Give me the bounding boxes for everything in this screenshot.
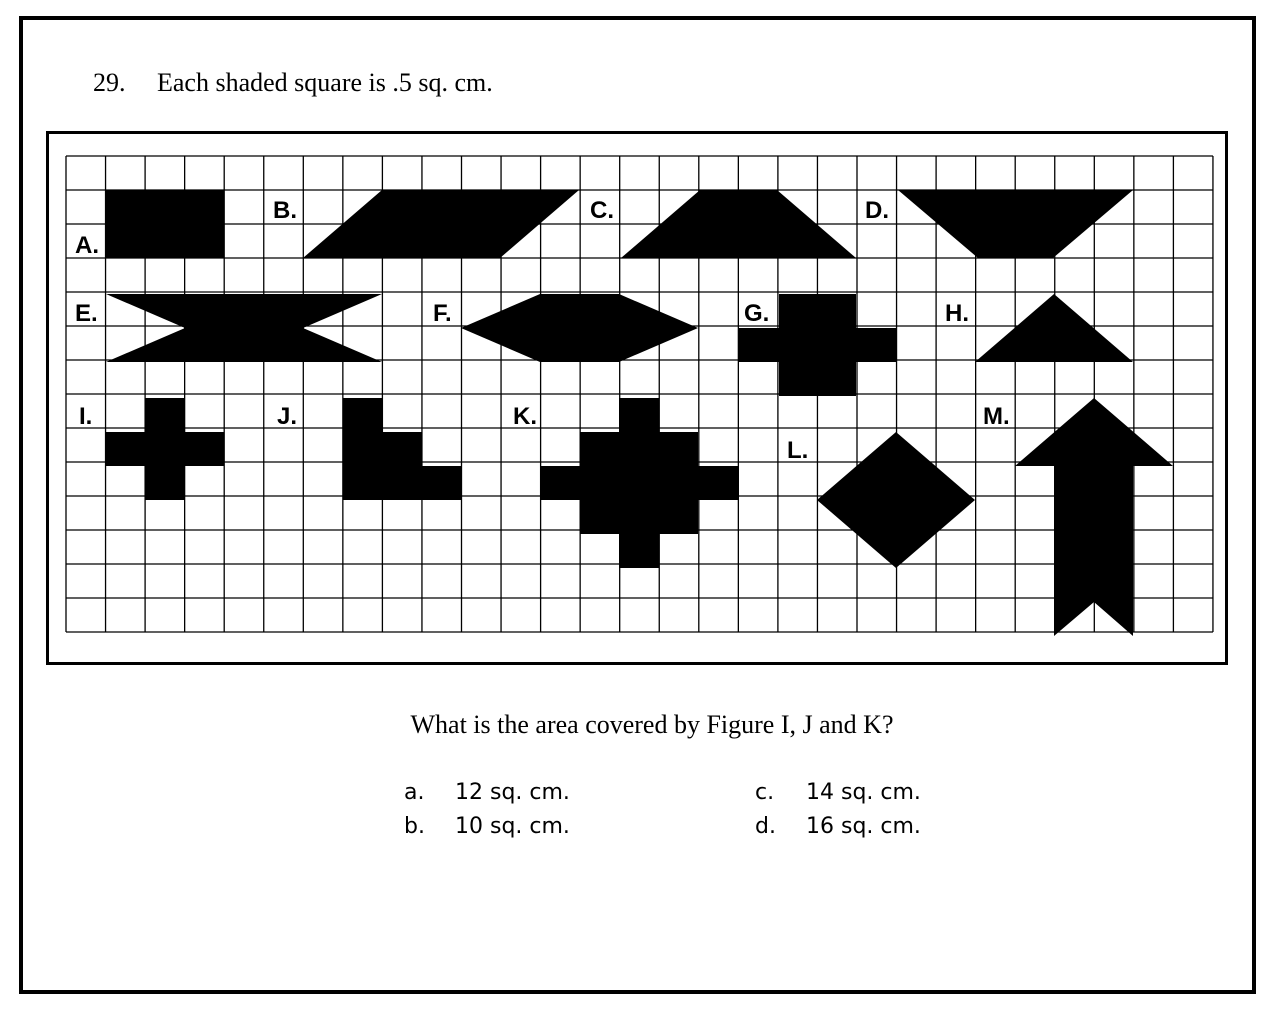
choice-letter: d. [755, 814, 776, 839]
label-f: F. [433, 300, 452, 327]
figure-box: A. B. C. D. E. F. G. H. I. J. K. L. M. [46, 131, 1228, 665]
label-h: H. [945, 300, 969, 327]
label-c: C. [590, 197, 614, 224]
label-e: E. [75, 300, 98, 327]
shape-a [106, 190, 224, 258]
shape-g [738, 294, 896, 396]
choice-letter: b. [404, 814, 425, 839]
question-text: What is the area covered by Figure I, J … [410, 710, 894, 739]
question-stem: Each shaded square is .5 sq. cm. [157, 68, 493, 97]
label-d: D. [865, 197, 889, 224]
shape-f [461, 294, 698, 362]
label-b: B. [273, 197, 297, 224]
choice-text: 10 sq. cm. [455, 814, 570, 839]
shape-l [817, 432, 975, 568]
label-k: K. [513, 403, 537, 430]
shape-c [621, 190, 856, 258]
shape-e [106, 294, 382, 362]
shape-h [975, 294, 1133, 362]
choice-text: 12 sq. cm. [455, 780, 570, 805]
label-i: I. [79, 403, 92, 430]
choice-letter: a. [404, 780, 425, 805]
label-l: L. [787, 437, 808, 464]
choice-text: 16 sq. cm. [806, 814, 921, 839]
page-frame [19, 16, 1256, 994]
shape-i [106, 398, 224, 500]
shape-b [303, 190, 579, 258]
choice-letter: c. [755, 780, 775, 805]
shape-k [540, 398, 738, 568]
grid-figure: A. B. C. D. E. F. G. H. I. J. K. L. M. [65, 155, 1214, 636]
label-a: A. [75, 232, 99, 259]
shape-j [343, 398, 461, 500]
label-j: J. [277, 403, 297, 430]
shape-d [898, 190, 1133, 258]
label-m: M. [983, 403, 1010, 430]
shape-m [1015, 398, 1173, 636]
choice-text: 14 sq. cm. [806, 780, 921, 805]
label-g: G. [744, 300, 769, 327]
question-number: 29. [93, 68, 126, 97]
